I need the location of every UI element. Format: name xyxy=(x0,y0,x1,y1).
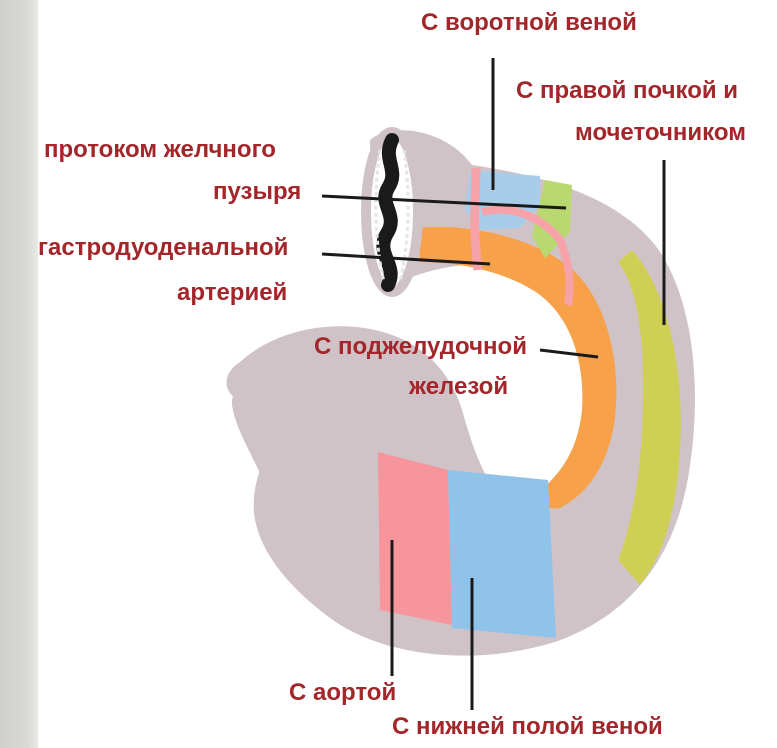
label-pancreas-line2: железой xyxy=(409,372,508,402)
label-inferior-vena-cava: С нижней полой веной xyxy=(392,712,663,742)
slide-side-bar-overlay xyxy=(0,0,38,748)
label-portal-vein: С воротной веной xyxy=(421,8,637,38)
label-pancreas-line1: С поджелудочной xyxy=(314,332,527,362)
label-bile-duct-line1: С протоком желчного xyxy=(20,135,276,165)
gastroduodenal-artery xyxy=(475,168,478,270)
label-bile-duct-line2: пузыря xyxy=(213,177,301,207)
label-gastroduodenal-line1: С гастродуоденальной xyxy=(14,233,288,263)
vena-cava-contact-area xyxy=(448,470,556,638)
aorta-contact-area xyxy=(378,452,452,625)
label-aorta: С аортой xyxy=(289,678,396,708)
label-right-kidney-line2: мочеточником xyxy=(575,118,746,148)
label-gastroduodenal-line2: артерией xyxy=(177,278,287,308)
label-right-kidney-line1: С правой почкой и xyxy=(516,76,738,106)
duodenum-mucosa-folds xyxy=(383,140,392,285)
